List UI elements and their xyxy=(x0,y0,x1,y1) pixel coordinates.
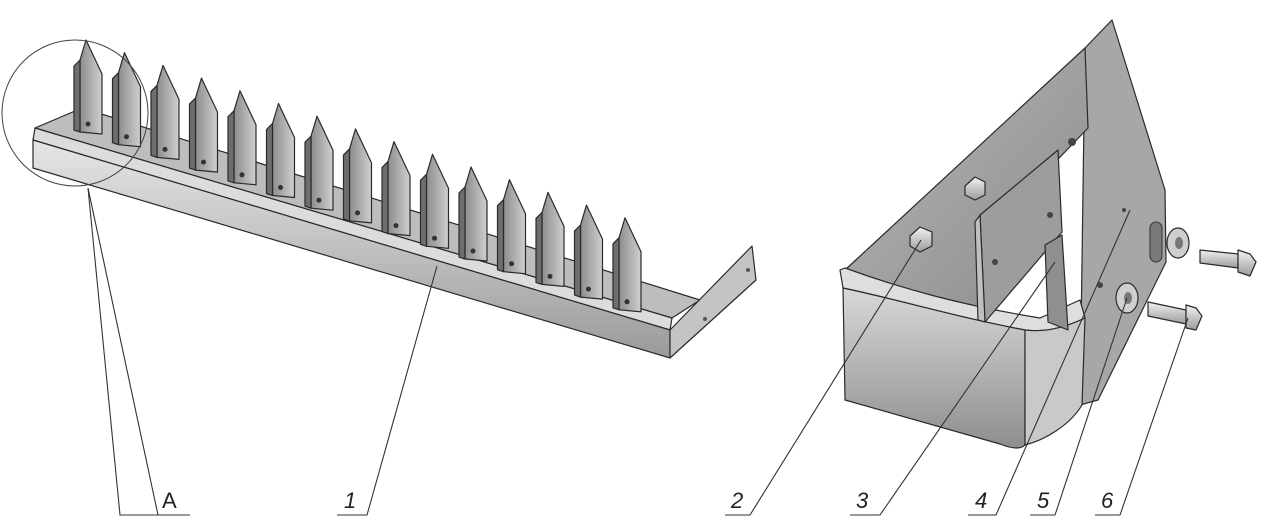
comb-fin-hole xyxy=(162,146,168,152)
comb-fin xyxy=(541,191,565,287)
comb-fin-hole xyxy=(547,273,553,279)
bolt-lower xyxy=(1147,301,1203,331)
comb-fin-hole xyxy=(85,121,91,127)
comb-fin-hole xyxy=(509,261,514,267)
callout-label-a: A xyxy=(162,488,177,513)
comb-fin-hole xyxy=(316,197,322,203)
comb-fin-edge xyxy=(458,186,466,260)
callout-label-4: 4 xyxy=(975,488,987,513)
comb-fin xyxy=(156,64,180,160)
comb-fin-hole xyxy=(432,235,437,241)
comb-fin xyxy=(117,52,142,148)
comb-fin xyxy=(233,90,257,186)
comb-fin xyxy=(425,153,450,249)
comb-fin xyxy=(387,141,411,237)
comb-fin-hole xyxy=(201,159,206,165)
comb-fin xyxy=(618,217,642,313)
comb-fin xyxy=(579,204,604,300)
comb-fin xyxy=(348,128,373,224)
washer-upper xyxy=(1166,227,1190,259)
bracket-assembly xyxy=(839,19,1257,449)
comb-bar-part xyxy=(32,39,757,359)
detail-circle-a xyxy=(1,39,149,187)
comb-fin xyxy=(271,102,296,199)
comb-fin-edge xyxy=(111,72,120,146)
callout-label-2: 2 xyxy=(730,488,743,513)
comb-fin-edge xyxy=(265,122,274,197)
comb-fin xyxy=(502,179,527,275)
callout-label-5: 5 xyxy=(1037,488,1050,513)
nut-upper xyxy=(964,176,986,201)
comb-fin xyxy=(464,166,488,262)
comb-fin xyxy=(310,115,334,211)
comb-fin-hole xyxy=(124,134,129,140)
callout-label-6: 6 xyxy=(1101,488,1114,513)
comb-fin xyxy=(79,39,103,135)
comb-fin-edge xyxy=(150,84,158,158)
comb-fin-hole xyxy=(624,299,630,305)
comb-fin-hole xyxy=(278,185,283,190)
comb-fin-edge xyxy=(188,97,197,171)
comb-fin-edge xyxy=(227,110,235,184)
leader-lines xyxy=(87,187,1189,516)
comb-fin-edge xyxy=(304,135,312,209)
comb-fin-edge xyxy=(573,224,582,298)
comb-fin-edge xyxy=(612,237,620,311)
comb-fin-hole xyxy=(470,248,476,254)
comb-fin-hole xyxy=(355,210,360,216)
nut-lower xyxy=(909,226,933,253)
comb-fin-edge xyxy=(419,173,428,247)
comb-fin xyxy=(194,77,219,173)
comb-fin-hole xyxy=(393,223,399,229)
comb-fin-edge xyxy=(381,161,389,235)
callouts: A 1 2 3 4 5 6 xyxy=(162,488,1114,513)
comb-fin-edge xyxy=(496,199,505,273)
comb-fin-hole xyxy=(239,172,245,178)
comb-fin-edge xyxy=(535,211,543,285)
comb-fin-hole xyxy=(586,286,591,292)
comb-fin-edge xyxy=(342,148,351,222)
comb-fin-edge xyxy=(73,59,81,133)
callout-label-3: 3 xyxy=(856,488,869,513)
bolt-upper xyxy=(1199,249,1257,277)
callout-label-1: 1 xyxy=(344,488,356,513)
comb-fins xyxy=(73,39,642,313)
